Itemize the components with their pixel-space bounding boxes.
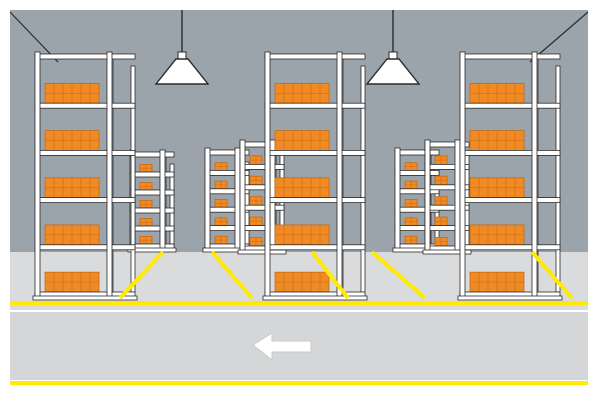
rack-beam: [264, 149, 366, 156]
floor-marking-line: [310, 250, 350, 300]
floor-marking-line: [530, 250, 574, 300]
rack-upright: [454, 139, 461, 253]
rack-upright: [394, 147, 401, 251]
rack-beam: [129, 189, 175, 196]
rack-beam: [459, 102, 561, 109]
rack-upright: [531, 51, 538, 299]
rack-beam: [129, 225, 175, 232]
rack-beam: [264, 53, 366, 60]
rack-upright: [34, 51, 41, 299]
rack-beam: [394, 149, 440, 156]
rack-beam: [264, 102, 366, 109]
lamp-shade: [365, 58, 421, 85]
rack-upright: [336, 51, 343, 299]
rack-front: [262, 51, 368, 301]
rack-upright: [130, 65, 136, 293]
rack-beam: [264, 197, 366, 204]
rack-beam: [394, 169, 440, 176]
lamp-cap: [177, 51, 187, 60]
rack-upright: [459, 51, 466, 299]
lamp-cap: [388, 51, 398, 60]
rack-front: [457, 51, 563, 301]
rack-upright: [424, 139, 431, 253]
rack-base: [32, 295, 138, 301]
floor-markings: [10, 250, 588, 385]
rack-beam: [129, 171, 175, 178]
rack-beam: [34, 53, 136, 60]
left-arrow-icon: [252, 332, 312, 362]
rack-beam: [129, 151, 175, 158]
rack-upright: [360, 65, 366, 293]
rack-beam: [129, 207, 175, 214]
rack-upright: [269, 139, 276, 253]
lamp-group: [154, 10, 421, 85]
rack-upright: [234, 147, 241, 251]
pendant-lamp-icon: [365, 10, 421, 85]
rack-upright: [555, 65, 561, 293]
floor-marking-line: [370, 250, 427, 300]
rack-beam: [264, 244, 366, 251]
rack-base: [237, 249, 287, 255]
rack-base: [262, 295, 368, 301]
rack-upright: [106, 51, 113, 299]
rack-base: [422, 249, 472, 255]
rack-beam: [459, 53, 561, 60]
floor-marking-line: [210, 250, 254, 300]
rack-front: [32, 51, 138, 301]
rack-upright: [159, 149, 166, 251]
rack-beam: [459, 197, 561, 204]
rack-beam: [34, 102, 136, 109]
rack-beam: [34, 149, 136, 156]
rack-upright: [264, 51, 271, 299]
lamp-shade: [154, 58, 210, 85]
pendant-lamp-icon: [154, 10, 210, 85]
rack-beam: [34, 244, 136, 251]
rack-beam: [459, 244, 561, 251]
rack-upright: [204, 147, 211, 251]
rack-beam: [34, 197, 136, 204]
floor-marking-line: [118, 250, 165, 300]
rack-upright: [239, 139, 246, 253]
rack-beam: [239, 163, 285, 170]
rack-group: [32, 51, 563, 301]
rack-beam: [459, 149, 561, 156]
rack-beam: [239, 204, 285, 211]
rack-base: [457, 295, 563, 301]
